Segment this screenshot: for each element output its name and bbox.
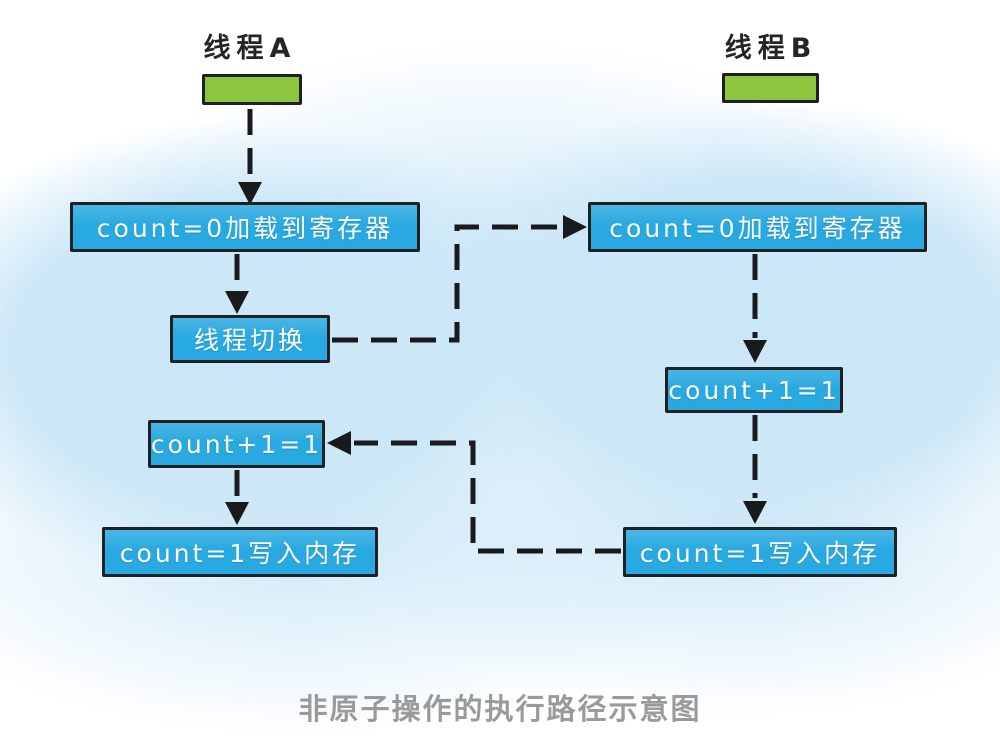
node-a-switch: 线程切换 (170, 315, 330, 363)
thread-b-start-bar (722, 73, 819, 103)
node-a-load: count=0加载到寄存器 (70, 202, 420, 252)
connector-b-write-to-a-line (354, 440, 621, 554)
thread-a-start-bar (202, 74, 302, 105)
arrowhead-down-icon (225, 502, 249, 525)
thread-b-label: 线程B (724, 33, 818, 64)
arrowhead-down-icon (743, 340, 767, 363)
arrowhead-right-icon (563, 215, 587, 239)
diagram-title: 非原子操作的执行路径示意图 (298, 692, 702, 726)
node-b-load: count=0加载到寄存器 (588, 202, 927, 252)
node-a-increment: count+1=1 (148, 420, 325, 468)
node-a-write: count=1写入内存 (102, 527, 378, 577)
node-b-increment: count+1=1 (665, 367, 843, 413)
thread-a-label: 线程A (203, 33, 297, 64)
arrowhead-left-icon (327, 431, 351, 455)
arrowhead-down-icon (743, 501, 767, 524)
node-b-write: count=1写入内存 (623, 527, 897, 577)
arrowhead-down-icon (225, 291, 249, 314)
